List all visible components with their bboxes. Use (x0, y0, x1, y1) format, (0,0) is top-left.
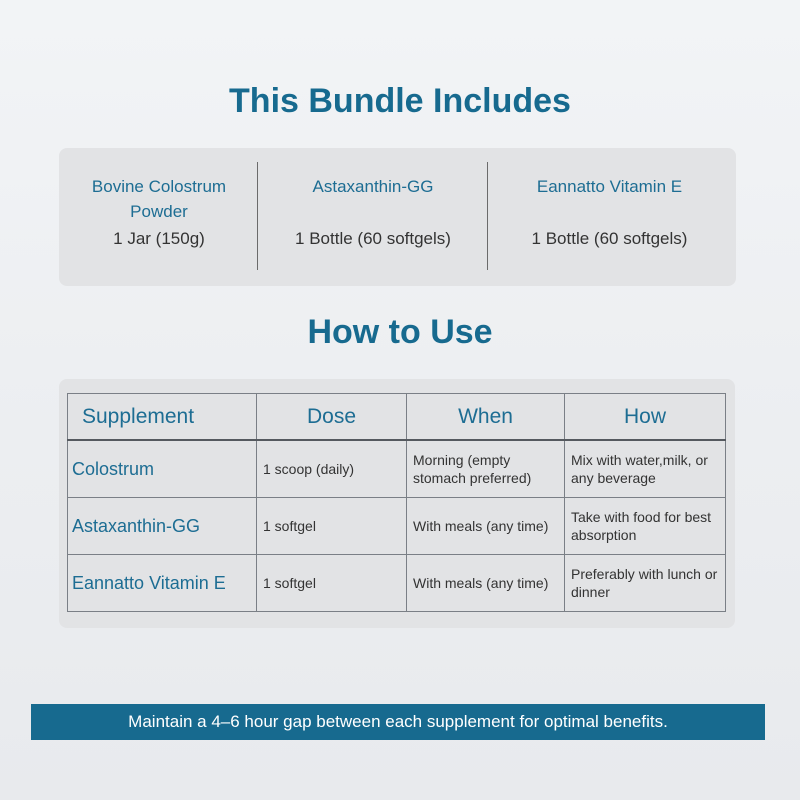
how-cell: Preferably with lunch or dinner (564, 554, 726, 612)
table-row: Colostrum 1 scoop (daily) Morning (empty… (67, 439, 726, 498)
table-row: Astaxanthin-GG 1 softgel With meals (any… (67, 497, 726, 555)
when-cell: With meals (any time) (406, 554, 565, 612)
usage-table: Supplement Dose When How Colostrum 1 sco… (67, 393, 726, 612)
dose-cell: 1 softgel (256, 554, 407, 612)
bundle-item: Bovine Colostrum Powder 1 Jar (150g) (59, 148, 259, 286)
when-cell: Morning (empty stomach preferred) (406, 439, 565, 498)
table-header-row: Supplement Dose When How (67, 393, 726, 441)
bundle-item-quantity: 1 Bottle (60 softgels) (531, 229, 688, 248)
bundle-item-name: Eannatto Vitamin E (536, 177, 683, 196)
column-header-supplement: Supplement (67, 393, 257, 441)
how-cell: Mix with water,milk, or any beverage (564, 439, 726, 498)
bundle-item-name: Astaxanthin-GG (312, 177, 434, 196)
bundle-item: Eannatto Vitamin E 1 Bottle (60 softgels… (487, 148, 732, 286)
bundle-item-quantity: 1 Jar (150g) (113, 229, 205, 248)
supplement-cell: Astaxanthin-GG (67, 497, 257, 555)
gap-notice-banner: Maintain a 4–6 hour gap between each sup… (31, 704, 765, 740)
bundle-panel: Bovine Colostrum Powder 1 Jar (150g) Ast… (59, 148, 736, 286)
divider (257, 162, 258, 270)
usage-panel: Supplement Dose When How Colostrum 1 sco… (59, 379, 735, 628)
supplement-cell: Colostrum (67, 439, 257, 498)
bundle-item-quantity: 1 Bottle (60 softgels) (295, 229, 451, 248)
usage-title: How to Use (307, 313, 493, 351)
how-cell: Take with food for best absorption (564, 497, 726, 555)
table-row: Eannatto Vitamin E 1 softgel With meals … (67, 554, 726, 612)
divider (487, 162, 488, 270)
dose-cell: 1 softgel (256, 497, 407, 555)
column-header-how: How (564, 393, 726, 441)
bundle-item: Astaxanthin-GG 1 Bottle (60 softgels) (259, 148, 487, 286)
when-cell: With meals (any time) (406, 497, 565, 555)
bundle-title: This Bundle Includes (229, 82, 571, 120)
bundle-item-name: Bovine Colostrum Powder (91, 177, 227, 221)
column-header-when: When (406, 393, 565, 441)
supplement-cell: Eannatto Vitamin E (67, 554, 257, 612)
column-header-dose: Dose (256, 393, 407, 441)
dose-cell: 1 scoop (daily) (256, 439, 407, 498)
